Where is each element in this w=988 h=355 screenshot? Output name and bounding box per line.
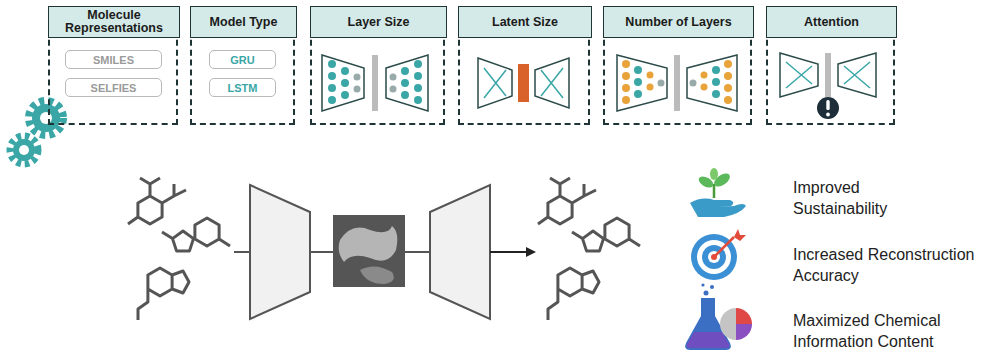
decoder-shape xyxy=(535,58,569,108)
flask-liquid xyxy=(686,332,729,348)
gear-hole xyxy=(19,145,29,155)
latent-region xyxy=(360,266,394,284)
benefit-label: Increased Reconstruction Accuracy xyxy=(793,244,985,286)
encoder-shape xyxy=(322,55,364,111)
ring xyxy=(691,234,737,280)
sustainability-icon xyxy=(690,168,746,217)
parameter-box: Layer Size xyxy=(310,20,445,125)
encoder-shape xyxy=(780,53,818,97)
encoder-shape xyxy=(617,55,667,111)
neuron-dots xyxy=(390,60,423,104)
attention-icon xyxy=(780,53,876,119)
option-label: SELFIES xyxy=(91,82,137,94)
connections xyxy=(541,68,563,98)
header-tab: Layer Size xyxy=(310,6,447,38)
pie-slice xyxy=(736,324,752,340)
option-pill: SELFIES xyxy=(65,78,162,97)
neuron-dots xyxy=(622,60,665,104)
leaf xyxy=(710,168,718,180)
header-tab: Number of Layers xyxy=(603,6,754,38)
gear-body xyxy=(32,104,60,132)
layers-icon xyxy=(617,55,737,111)
neuron-dots xyxy=(328,60,361,104)
parameter-box: Latent Size xyxy=(458,20,590,125)
latent-region xyxy=(339,226,398,262)
output-molecules xyxy=(538,178,640,320)
alert-mark xyxy=(826,100,829,110)
encoder xyxy=(250,185,310,319)
decoder xyxy=(430,185,490,319)
flow-line xyxy=(405,251,430,253)
hand xyxy=(690,199,746,217)
parameter-box: Molecule RepresentationsSMILESSELFIES xyxy=(48,20,178,125)
layer-size-icon xyxy=(322,55,428,111)
separator-bar xyxy=(825,53,831,97)
gear-icon xyxy=(10,101,63,164)
flow-line xyxy=(234,251,250,253)
option-pill: SMILES xyxy=(65,50,162,69)
option-label: SMILES xyxy=(93,54,134,66)
separator-bar xyxy=(372,55,378,111)
gear-body xyxy=(13,139,35,161)
connections xyxy=(484,68,506,98)
latent-space xyxy=(333,215,405,287)
decoder-shape xyxy=(386,55,428,111)
decoder-shape xyxy=(838,53,876,97)
benefit-label: Improved Sustainability xyxy=(793,177,943,219)
stem xyxy=(713,184,716,198)
flow-line xyxy=(310,251,333,253)
connections xyxy=(844,62,870,88)
latent-size-icon xyxy=(478,58,569,108)
input-molecules xyxy=(128,178,230,320)
benefit-label: Maximized Chemical Information Content xyxy=(793,310,945,352)
parameter-box: Model TypeGRULSTM xyxy=(190,20,295,125)
pie-slice xyxy=(720,308,736,340)
decoder-shape xyxy=(687,55,737,111)
header-tab: Latent Size xyxy=(458,6,592,38)
pie-slice xyxy=(736,308,752,324)
option-label: GRU xyxy=(230,54,254,66)
gear-teeth xyxy=(29,101,63,135)
target-icon xyxy=(691,229,746,280)
connections xyxy=(786,62,812,88)
gear-hole xyxy=(40,112,52,124)
alert-dot xyxy=(826,113,830,117)
parameter-box: Attention xyxy=(766,20,895,125)
option-label: LSTM xyxy=(228,82,258,94)
bubble xyxy=(701,283,704,286)
alert-circle xyxy=(817,97,839,119)
neuron-dots xyxy=(690,60,733,104)
dart xyxy=(714,237,734,257)
gear-teeth xyxy=(10,136,38,164)
parameter-box: Number of Layers xyxy=(603,20,752,125)
option-pill: GRU xyxy=(209,50,276,69)
header-tab: Attention xyxy=(766,6,897,38)
separator-bar xyxy=(674,55,680,111)
dart-fletch xyxy=(734,229,746,241)
bubble xyxy=(704,291,709,296)
chemistry-icon xyxy=(685,283,752,350)
flow-arrow xyxy=(490,251,528,253)
arrow-head xyxy=(526,247,536,257)
option-pill: LSTM xyxy=(209,78,276,97)
header-tab: Model Type xyxy=(190,6,297,38)
header-tab: Molecule Representations xyxy=(48,6,180,38)
encoder-shape xyxy=(478,58,512,108)
latent-bar xyxy=(518,64,529,102)
bubble xyxy=(710,285,714,289)
